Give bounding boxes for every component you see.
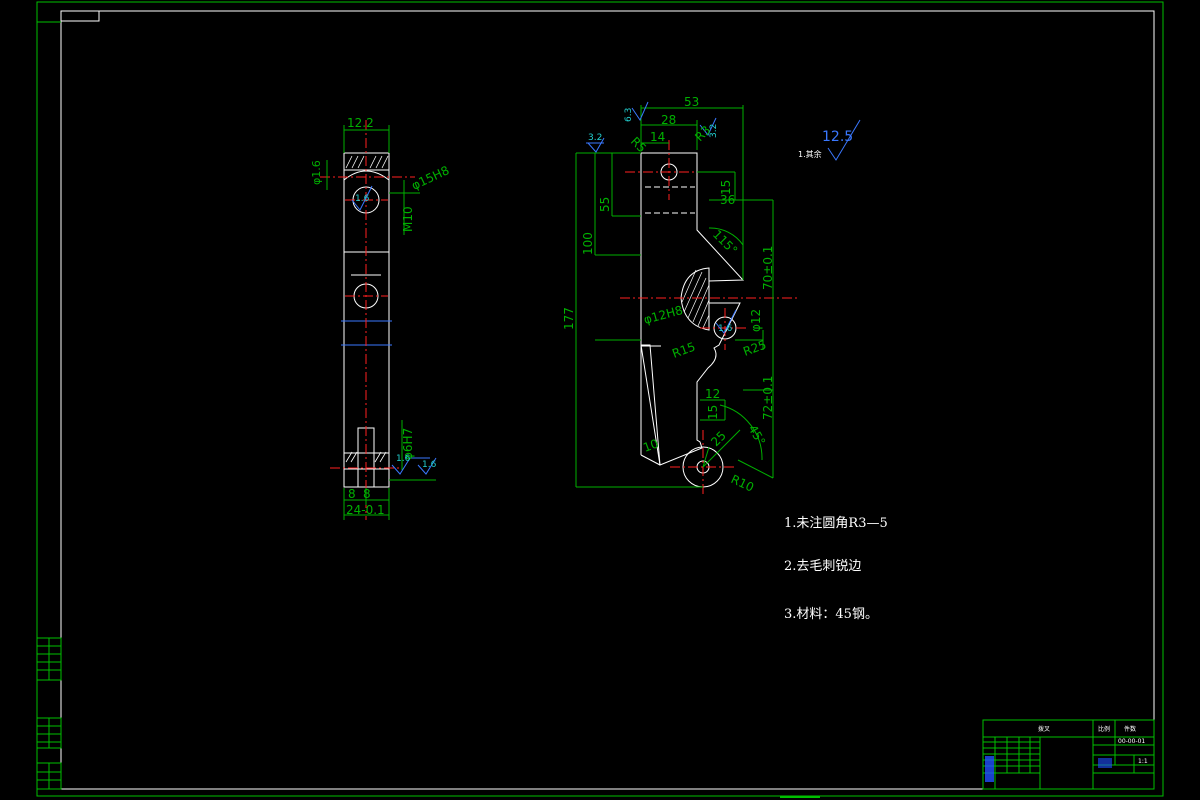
- front-dim-angle-115: 115°: [710, 227, 740, 257]
- front-dim-25: 25: [708, 428, 729, 449]
- front-dim-top-left: 14: [650, 130, 665, 144]
- note-material: 3.材料：45钢。: [784, 607, 878, 622]
- side-dim-slot-a: 8: [348, 487, 356, 501]
- front-dim-15b: 15: [706, 405, 720, 420]
- title-scale-label: 比例: [1098, 725, 1110, 733]
- general-roughness-label: 1.其余: [798, 149, 822, 159]
- front-dim-angle-45: 45°: [745, 423, 768, 448]
- note-fillet: 1.未注圆角R3—5: [784, 516, 888, 531]
- front-dim-55: 55: [598, 197, 612, 212]
- title-part-name: 拨叉: [1038, 725, 1050, 733]
- side-dim-slot-b: 8: [363, 487, 371, 501]
- title-block: 拨叉 比例 件数 00-00-01 1:1: [982, 719, 1155, 790]
- front-dim-177: 177: [562, 307, 576, 330]
- front-dim-top-inner: 28: [661, 113, 676, 127]
- outer-frame: [36, 1, 1164, 797]
- front-dim-bore: φ12H8: [642, 303, 684, 327]
- front-dim-15: 15: [719, 180, 733, 195]
- front-view: 53 28 14 R5 R3 55 100 177 15 36 115° 70±…: [562, 95, 861, 495]
- front-section: [680, 267, 710, 331]
- front-dim-36: 36: [720, 193, 735, 207]
- front-dim-12: 12: [705, 387, 720, 401]
- front-dim-10: 10: [641, 436, 660, 454]
- front-roughness-hole: 1.6: [718, 324, 733, 334]
- side-dim-thread: M10: [401, 206, 415, 232]
- side-roughness-bottom-a: 1.6: [396, 454, 411, 464]
- side-dim-overall-width: 24-0.1: [346, 503, 385, 517]
- front-dim-70: 70±0.1: [761, 246, 775, 290]
- front-dim-r-left: R5: [628, 134, 649, 155]
- side-dim-top-width: 12.2: [347, 116, 374, 130]
- title-drawing-no: 00-00-01: [1118, 738, 1145, 745]
- side-dim-small-hole: φ1.6: [310, 160, 323, 185]
- front-dim-r10: R10: [729, 472, 756, 495]
- front-dim-72: 72±0.1: [761, 376, 775, 420]
- front-dim-top-overall: 53: [684, 95, 699, 109]
- side-roughness-bottom-b: 1.6: [422, 460, 437, 470]
- front-dim-small-bore: φ12: [749, 309, 763, 332]
- front-roughness-top-left: 3.2: [588, 133, 602, 143]
- side-roughness-hole: 1.6: [355, 194, 370, 204]
- title-scale-value: 1:1: [1138, 758, 1148, 765]
- inner-frame: [60, 10, 1155, 790]
- note-deburr: 2.去毛刺锐边: [784, 559, 862, 574]
- front-roughness-top-mid: 6.3: [624, 108, 634, 122]
- front-dim-r15: R15: [670, 340, 697, 361]
- front-dim-100: 100: [581, 232, 595, 255]
- title-qty-label: 件数: [1124, 725, 1136, 733]
- corner-tag: [60, 10, 100, 22]
- side-dim-lower-bore: φ6H7: [401, 428, 415, 460]
- front-dim-r25: R25: [741, 338, 768, 359]
- side-dim-bore: φ15H8: [409, 163, 451, 193]
- front-roughness-top-right: 3.2: [709, 124, 719, 138]
- left-strip-table: [36, 637, 62, 790]
- side-view: 12.2 φ1.6 φ15H8 M10 φ6H7 8 8 24-0.1 1.6 …: [310, 116, 451, 520]
- general-roughness-value: 12.5: [822, 129, 853, 145]
